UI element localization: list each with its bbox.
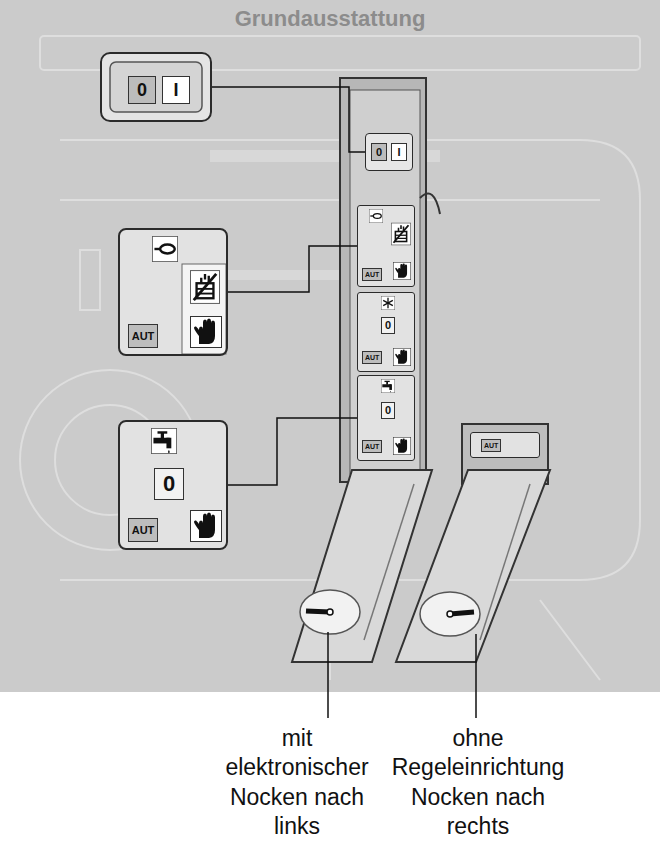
control-strip [340,78,426,482]
hand-icon [191,317,222,348]
switch-key: 0 [371,143,387,161]
tap-icon [381,379,395,393]
strip-module-fill [357,375,415,461]
background [0,0,660,692]
hand-icon [393,262,410,279]
control-module: 0AUT [118,420,228,550]
cam-note: Nocken nach links [212,783,382,841]
strip-module: AUT [357,205,415,287]
strip-switch-fill [365,133,413,171]
strip-module-fill [357,205,415,287]
switch-key: 0 [154,468,184,500]
strip-module-fill [357,292,415,372]
strip-module: 0AUT [357,375,415,461]
flap-slot [480,484,530,640]
leader-line [228,418,357,485]
boiler-off-icon [190,271,219,304]
burner-icon [152,236,177,261]
flap-slot [364,484,414,640]
control-module: AUT [118,228,228,356]
cam-disc [420,592,480,636]
switch-key: 0 [381,402,395,419]
strip-module-fill [470,432,540,458]
boiler-off-icon [391,223,410,245]
control-strip-face [350,90,420,474]
leader-line [212,87,365,152]
switch-key: 0 [381,317,395,334]
auto-key: AUT [128,518,158,542]
hand-icon [393,437,410,454]
cam-note: Nocken nach rechts [384,783,572,841]
auto-key: AUT [362,440,382,453]
hand-icon [393,348,410,365]
tap-icon [151,428,176,453]
module-panel-fill [118,420,228,550]
hand-icon [191,511,222,542]
strip-module: 0AUT [357,292,415,372]
faded-heading: Grundausstattung [200,6,460,32]
auto-key: AUT [362,268,382,281]
cover-flap [396,470,550,662]
switch-panel: 0I [100,52,212,122]
cam-disc [300,590,360,634]
cam-center [447,611,453,617]
switch-panel-fill [100,52,212,122]
switch-key: I [391,143,407,161]
strip-switch: 0I [365,133,413,171]
auto-key: AUT [481,439,501,452]
cam-note: mit elektronischer [212,724,382,782]
switch-key: I [162,76,190,104]
auto-key: AUT [362,351,382,364]
cam-note: ohne Regeleinrichtung [384,724,572,782]
leader-line [228,246,357,292]
switch-key: 0 [128,76,156,104]
faded-boiler [20,36,640,680]
fan-icon [381,296,395,310]
switch-panel-inner [110,62,202,112]
auto-key: AUT [128,324,158,348]
module-inner-panel [182,264,226,354]
burner-icon [369,209,383,223]
leader-line [327,632,329,718]
cam-center [327,609,333,615]
strip-module: AUT [470,432,540,458]
leader-line [475,634,477,718]
strip-hook [420,194,440,214]
module-panel-fill [118,228,228,356]
